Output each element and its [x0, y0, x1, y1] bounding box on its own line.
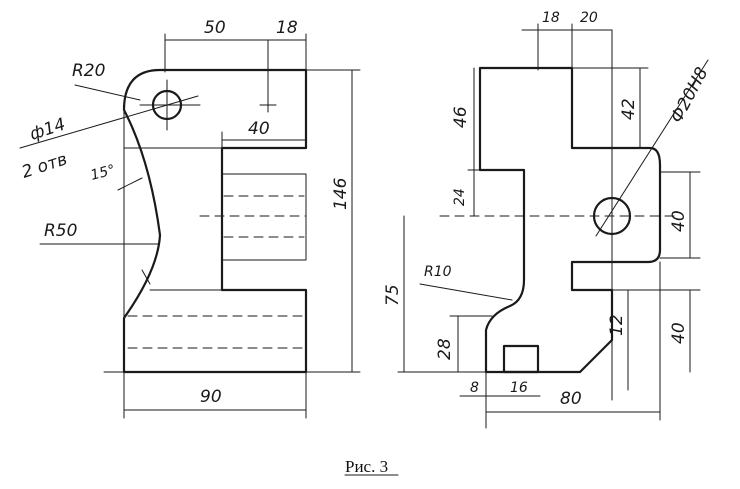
- left-r50-tick: [141, 269, 151, 285]
- left-dim-18: 18: [276, 18, 298, 38]
- right-dim-28: 28: [435, 338, 455, 360]
- right-dim-20: 20: [580, 10, 598, 26]
- left-r50: R50: [44, 221, 77, 241]
- right-dim-75: 75: [383, 284, 403, 306]
- left-dim-90: 90: [200, 387, 222, 407]
- left-phi14-leader: [19, 95, 199, 149]
- right-dim-42: 42: [619, 98, 639, 120]
- left-dim-146: 146: [331, 177, 351, 210]
- right-dim-12: 12: [607, 314, 627, 336]
- right-view: 18 20 46 24 42 Ф20H8 40 75 R10 28: [383, 10, 713, 429]
- left-dim-40: 40: [248, 119, 270, 139]
- right-r10: R10: [424, 264, 452, 280]
- left-r20-leader: [74, 84, 141, 101]
- right-phi20-leader: [595, 59, 709, 237]
- right-dim-24: 24: [452, 188, 468, 206]
- right-dim-80: 80: [560, 389, 582, 409]
- right-dim-8: 8: [470, 380, 479, 396]
- right-dim-40a: 40: [669, 210, 689, 232]
- right-phi20: Ф20H8: [667, 64, 713, 126]
- left-pocket: [221, 173, 307, 261]
- right-foot: [502, 344, 540, 374]
- figure-caption: Рис. 3: [345, 457, 388, 476]
- left-r20: R20: [72, 61, 105, 81]
- right-dim-40b: 40: [669, 322, 689, 344]
- left-part-outline: [122, 68, 308, 374]
- right-dim-18: 18: [542, 10, 560, 26]
- left-holes-count: 2 отв: [19, 149, 69, 182]
- right-dim-16: 16: [510, 380, 528, 396]
- left-dim-50: 50: [204, 18, 226, 38]
- left-angle-15: 15°: [89, 162, 117, 184]
- right-r10-leader: [419, 283, 513, 301]
- left-angle-arc: [117, 177, 143, 191]
- left-view: 50 18 40 146 90 R20 ф14 2 отв 15° R50: [19, 18, 361, 419]
- right-dim-46: 46: [451, 106, 471, 128]
